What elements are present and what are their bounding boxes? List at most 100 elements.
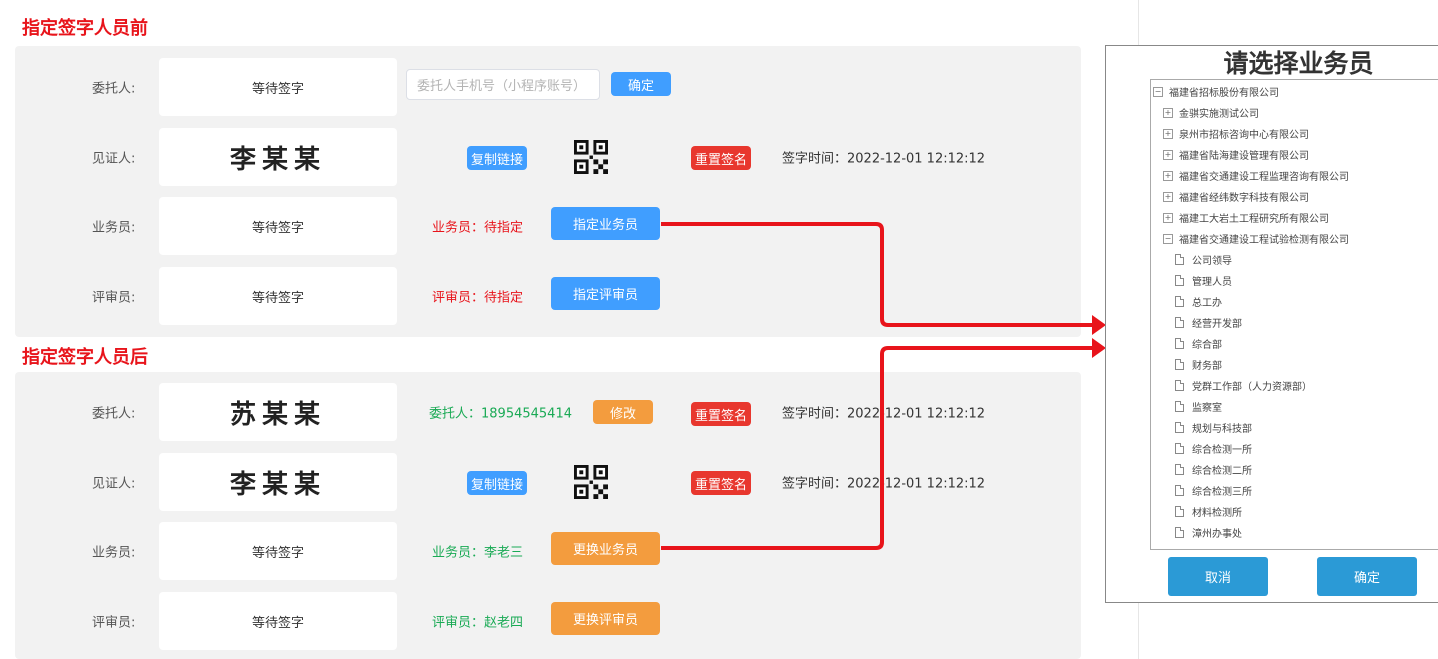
row-label: 委托人: (92, 406, 136, 422)
row-reviewer-before: 评审员: 等待签字 评审员：待指定 指定评审员 (15, 267, 1081, 325)
org-tree: −福建省招标股份有限公司 +金骐实施测试公司 +泉州市招标咨询中心有限公司 +福… (1150, 79, 1438, 550)
change-salesman-button[interactable]: 更换业务员 (551, 532, 660, 565)
cancel-button[interactable]: 取消 (1168, 557, 1268, 596)
reviewer-status: 评审员：赵老四 (432, 615, 524, 631)
dialog-title: 请选择业务员 (1223, 49, 1374, 78)
collapse-icon[interactable]: − (1163, 233, 1173, 244)
row-witness-before: 见证人: 李某某 复制链接 重置签名 签字时间：2022-12-01 12:12… (15, 128, 1081, 186)
copy-link-button[interactable]: 复制链接 (467, 146, 527, 170)
tree-node-department[interactable]: 漳州办事处 (1175, 525, 1242, 540)
qr-code-icon[interactable] (574, 140, 608, 174)
document-icon (1175, 380, 1184, 391)
tree-node-department[interactable]: 管理人员 (1175, 273, 1232, 288)
document-icon (1175, 275, 1184, 286)
document-icon (1175, 254, 1184, 265)
tree-node-label: 福建省陆海建设管理有限公司 (1179, 151, 1309, 162)
tree-node-label: 管理人员 (1192, 277, 1232, 288)
row-witness-after: 见证人: 李某某 复制链接 重置签名 签字时间：2022-12-01 12:12… (15, 453, 1081, 511)
status-text: 等待签字 (251, 290, 304, 306)
reset-signature-button[interactable]: 重置签名 (691, 402, 751, 426)
tree-node-root[interactable]: −福建省招标股份有限公司 (1153, 84, 1279, 99)
tree-node-department[interactable]: 规划与科技部 (1175, 420, 1252, 435)
row-salesman-before: 业务员: 等待签字 业务员：待指定 指定业务员 (15, 197, 1081, 255)
salesman-status: 业务员：李老三 (432, 545, 524, 561)
signature-box: 等待签字 (159, 592, 397, 650)
confirm-button[interactable]: 确定 (611, 72, 671, 96)
tree-node-company[interactable]: + 福建省陆海建设管理有限公司 (1163, 147, 1309, 162)
expand-icon[interactable]: + (1163, 191, 1173, 202)
collapse-icon[interactable]: − (1153, 86, 1163, 97)
document-icon (1175, 296, 1184, 307)
expand-icon[interactable]: + (1163, 107, 1173, 118)
status-text: 等待签字 (251, 81, 304, 97)
dialog-confirm-button[interactable]: 确定 (1317, 557, 1417, 596)
tree-node-company[interactable]: + 泉州市招标咨询中心有限公司 (1163, 126, 1309, 141)
arrow-line-2 (661, 346, 1094, 550)
signature-box: 苏某某 (159, 383, 397, 441)
expand-icon[interactable]: + (1163, 149, 1173, 160)
copy-link-button[interactable]: 复制链接 (467, 471, 527, 495)
document-icon (1175, 359, 1184, 370)
arrow-head-1 (1092, 315, 1106, 335)
expand-icon[interactable]: + (1163, 212, 1173, 223)
tree-node-company[interactable]: +金骐实施测试公司 (1163, 105, 1259, 120)
tree-node-label: 泉州市招标咨询中心有限公司 (1179, 130, 1309, 141)
edit-button[interactable]: 修改 (593, 400, 653, 424)
change-reviewer-button[interactable]: 更换评审员 (551, 602, 660, 635)
document-icon (1175, 422, 1184, 433)
reset-signature-button[interactable]: 重置签名 (691, 471, 751, 495)
tree-node-label: 综合检测二所 (1192, 466, 1252, 477)
signature-image: 李某某 (229, 469, 326, 500)
tree-node-label: 公司领导 (1192, 256, 1232, 267)
expand-icon[interactable]: + (1163, 128, 1173, 139)
tree-node-label: 党群工作部（人力资源部） (1192, 382, 1312, 393)
document-icon (1175, 527, 1184, 538)
signature-box: 等待签字 (159, 197, 397, 255)
tree-node-department[interactable]: 综合部 (1175, 336, 1222, 351)
tree-node-label: 监察室 (1192, 403, 1222, 414)
tree-node-company[interactable]: +福建省经纬数字科技有限公司 (1163, 189, 1309, 204)
row-client-before: 委托人: 等待签字 委托人手机号（小程序账号） 确定 (15, 58, 1081, 116)
document-icon (1175, 401, 1184, 412)
tree-node-label: 经营开发部 (1192, 319, 1242, 330)
tree-node-department[interactable]: 财务部 (1175, 357, 1222, 372)
signature-image: 苏某某 (229, 399, 326, 430)
expand-icon[interactable]: + (1163, 170, 1173, 181)
arrow-head-2 (1092, 338, 1106, 358)
tree-node-company[interactable]: −福建省交通建设工程试验检测有限公司 (1163, 231, 1349, 246)
tree-node-department[interactable]: 监察室 (1175, 399, 1222, 414)
tree-node-department[interactable]: 材料检测所 (1175, 504, 1242, 519)
tree-node-department[interactable]: 总工办 (1175, 294, 1222, 309)
qr-code-icon[interactable] (574, 465, 608, 499)
tree-node-company[interactable]: +福建省交通建设工程监理咨询有限公司 (1163, 168, 1349, 183)
phone-input-placeholder: 委托人手机号（小程序账号） (417, 79, 587, 94)
assign-reviewer-button[interactable]: 指定评审员 (551, 277, 660, 310)
phone-input[interactable]: 委托人手机号（小程序账号） (406, 69, 600, 100)
document-icon (1175, 506, 1184, 517)
reset-signature-button[interactable]: 重置签名 (691, 146, 751, 170)
row-label: 评审员: (92, 290, 136, 306)
tree-node-label: 综合部 (1192, 340, 1222, 351)
assign-salesman-button[interactable]: 指定业务员 (551, 207, 660, 240)
row-label: 业务员: (92, 220, 136, 236)
tree-node-department[interactable]: 公司领导 (1175, 252, 1232, 267)
signature-box: 等待签字 (159, 522, 397, 580)
tree-node-department[interactable]: 党群工作部（人力资源部） (1175, 378, 1312, 393)
section-title-before: 指定签字人员前 (22, 18, 148, 39)
tree-node-label: 福建省招标股份有限公司 (1169, 88, 1279, 99)
status-text: 等待签字 (251, 220, 304, 236)
tree-node-department[interactable]: 综合检测一所 (1175, 441, 1252, 456)
tree-node-department[interactable]: 综合检测二所 (1175, 462, 1252, 477)
document-icon (1175, 338, 1184, 349)
row-label: 见证人: (92, 151, 136, 167)
signature-box: 等待签字 (159, 58, 397, 116)
document-icon (1175, 464, 1184, 475)
row-label: 见证人: (92, 476, 136, 492)
tree-node-department[interactable]: 综合检测三所 (1175, 483, 1252, 498)
document-icon (1175, 443, 1184, 454)
tree-node-department[interactable]: 经营开发部 (1175, 315, 1242, 330)
signature-box: 等待签字 (159, 267, 397, 325)
tree-node-company[interactable]: +福建工大岩土工程研究所有限公司 (1163, 210, 1329, 225)
document-icon (1175, 485, 1184, 496)
row-salesman-after: 业务员: 等待签字 业务员：李老三 更换业务员 (15, 522, 1081, 580)
